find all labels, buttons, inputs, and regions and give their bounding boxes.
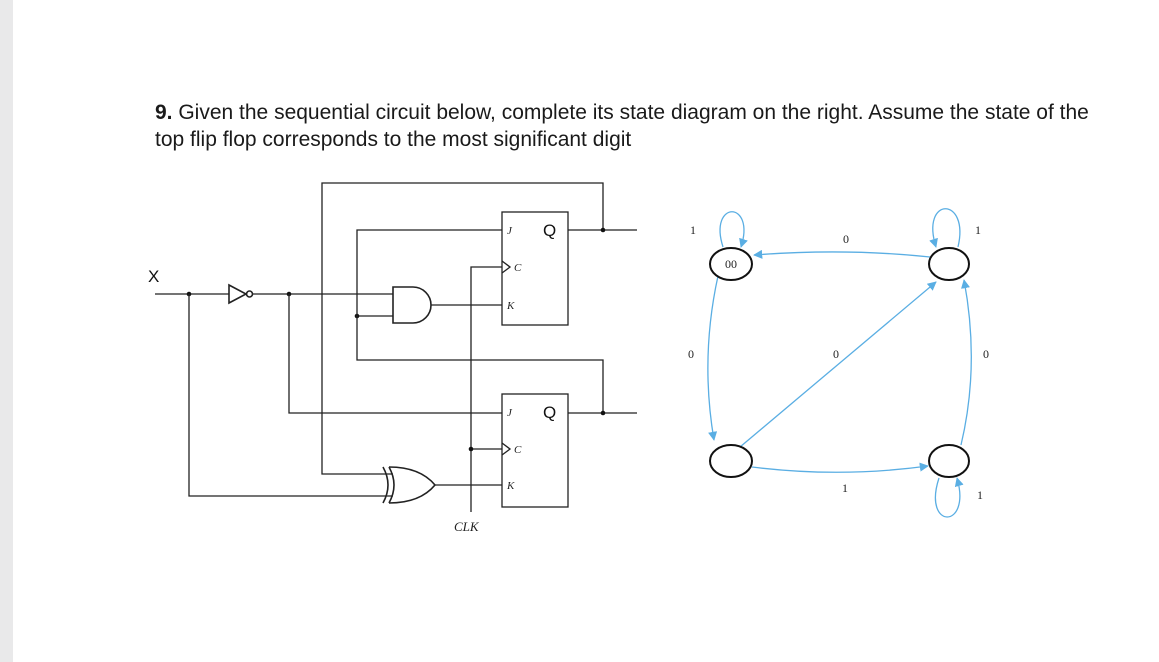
edge-label-bottom-left-to-top-right: 0 <box>833 347 839 361</box>
x-to-xor-wire <box>188 294 393 497</box>
edge-label-self-loop-top-left: 1 <box>690 223 696 237</box>
ff-bottom-k-pin: K <box>506 480 515 492</box>
state-diagram: 1 0 1 0 0 0 1 1 00 <box>688 208 989 518</box>
ff-bottom-c-pin: C <box>514 444 522 456</box>
state-top-right <box>928 247 970 281</box>
clock-label: CLK <box>454 519 480 534</box>
state-bottom-left <box>709 444 753 478</box>
ff-bottom-q-label: Q <box>543 403 556 422</box>
question-text: 9. Given the sequential circuit below, c… <box>155 99 1115 153</box>
clock-wire <box>470 266 502 512</box>
edge-top-left-to-bottom-left <box>707 275 719 441</box>
edge-label-self-loop-top-right: 1 <box>975 223 981 237</box>
edge-self-loop-bottom-right <box>934 477 964 518</box>
edge-label-bottom-right-to-top-right: 0 <box>983 347 989 361</box>
flip-flop-top: J C K Q <box>501 211 569 326</box>
xbar-to-j-bottom-wire <box>288 294 502 414</box>
state-top-left <box>709 247 753 281</box>
ff-top-k-pin: K <box>506 300 515 312</box>
input-x-label: X <box>148 267 159 286</box>
inverter-gate <box>228 283 254 305</box>
edge-bottom-left-to-bottom-right <box>751 462 929 473</box>
edge-bottom-left-to-top-right <box>739 281 937 448</box>
and-gate <box>392 286 432 324</box>
junction-clk <box>468 446 474 452</box>
edge-self-loop-top-left <box>719 211 748 248</box>
qb-feedback-wire <box>356 229 604 413</box>
qa-feedback-wire <box>321 182 604 475</box>
edge-label-top-left-to-bottom-left: 0 <box>688 347 694 361</box>
question-number: 9. <box>155 101 173 124</box>
question-body: Given the sequential circuit below, comp… <box>155 101 1089 151</box>
junction-qa <box>600 227 606 233</box>
ff-top-c-pin: C <box>514 262 522 274</box>
state-bottom-right <box>928 444 970 478</box>
ff-bottom-j-pin: J <box>507 407 513 419</box>
edge-label-self-loop-bottom-right: 1 <box>977 488 983 502</box>
edge-label-bottom-left-to-bottom-right: 1 <box>842 481 848 495</box>
edge-label-top-right-to-top-left: 0 <box>843 232 849 246</box>
edge-self-loop-top-right <box>929 208 961 248</box>
xor-gate <box>382 466 437 504</box>
state-top-left-label: 00 <box>725 257 737 271</box>
sequential-circuit: X <box>148 182 637 534</box>
edge-top-right-to-top-left <box>753 249 931 259</box>
ff-top-j-pin: J <box>507 225 513 237</box>
flip-flop-bottom: J C K Q <box>501 393 569 508</box>
left-margin-strip <box>0 0 13 662</box>
ff-top-q-label: Q <box>543 221 556 240</box>
junction-qb <box>600 410 606 416</box>
edge-bottom-right-to-top-right <box>960 279 972 446</box>
